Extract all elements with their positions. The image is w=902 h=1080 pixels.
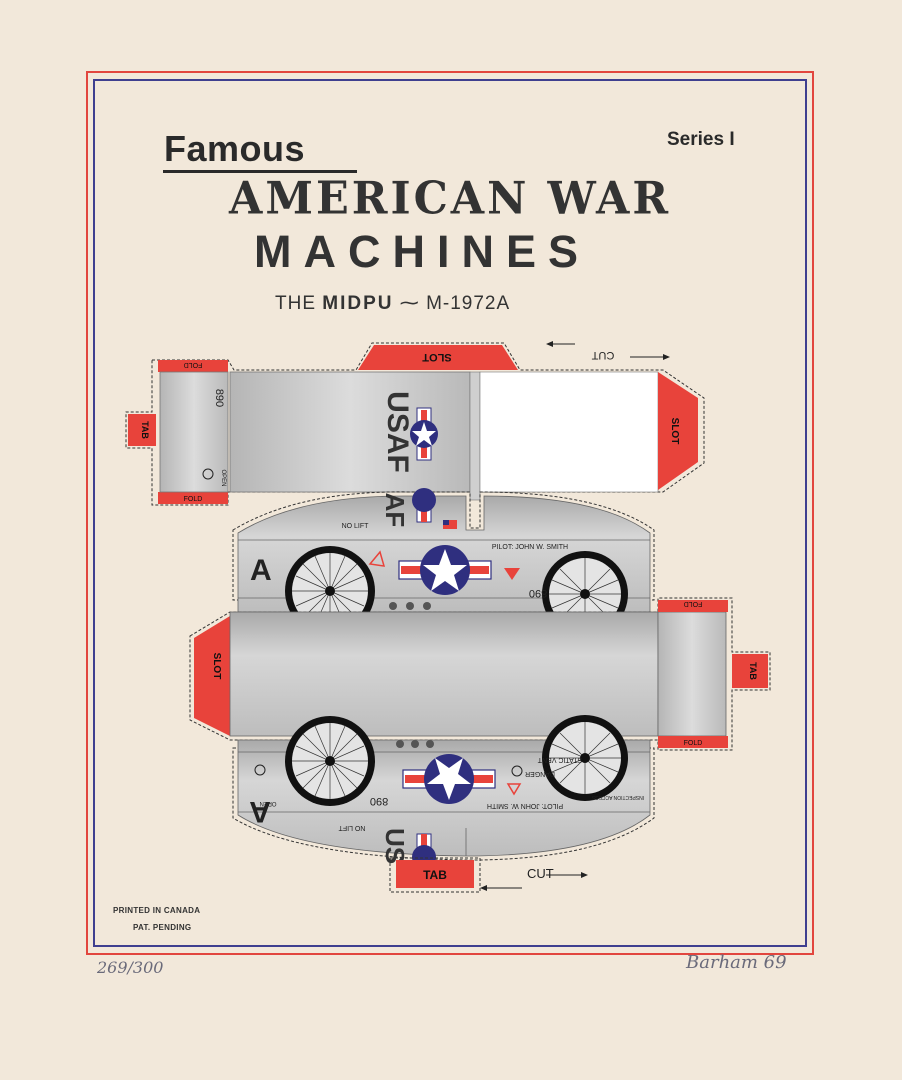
letter-a-lower: A	[249, 795, 271, 828]
tab-label-right: TAB	[748, 662, 758, 680]
open-latch-icon-lower	[254, 764, 266, 776]
tab-label-bottom: TAB	[423, 868, 447, 882]
pilot-label-upper: PILOT: JOHN W. SMITH	[492, 544, 568, 551]
squiggle-icon: ⁓	[399, 293, 420, 314]
roundel-star-icon-lower	[402, 754, 496, 804]
flag-icon	[443, 520, 457, 529]
no-lift-label-lower: NO LIFT	[338, 824, 366, 831]
middle-panel: SLOT FOLD FOLD TAB	[189, 597, 771, 751]
fold-tab-top	[158, 360, 228, 372]
wheel-icon-front-lower	[285, 716, 375, 806]
number-lower-side: 890	[370, 795, 388, 807]
roundel-star-icon-partial-upper	[412, 488, 436, 523]
title-famous: Famous	[164, 128, 306, 169]
roundel-star-icon-top	[410, 407, 438, 461]
patent-pending: PAT. PENDING	[133, 923, 192, 932]
series-label: Series I	[667, 129, 735, 150]
pilot-label-lower: PILOT: JOHN W. SMITH	[487, 802, 563, 809]
slot-tab-left	[194, 616, 230, 736]
number-top-panel: 890	[213, 389, 225, 407]
artist-signature: Barham 69	[686, 952, 787, 973]
outer-red-border	[86, 71, 814, 955]
printed-in-canada: PRINTED IN CANADA	[113, 906, 201, 915]
danger-label: DANGER	[525, 770, 555, 777]
title-american-war: AMERICAN WAR	[229, 172, 672, 226]
tab-label-left: TAB	[140, 421, 150, 439]
open-label-top: OPEN	[220, 469, 226, 486]
edition-number: 269/300	[97, 958, 164, 977]
warning-triangle-icon	[368, 550, 386, 567]
slot-label-top: SLOT	[422, 351, 452, 363]
usaf-partial-upper: AF	[380, 493, 410, 528]
title-machines: MACHINES	[254, 226, 591, 277]
top-panel: FOLD FOLD TAB SLOT SLOT 890 OPEN USAF	[125, 341, 705, 506]
subtitle-model-number: M-1972A	[426, 293, 511, 314]
fold-tab-right-bottom	[658, 736, 728, 748]
inner-blue-border	[93, 79, 807, 947]
fold-tab-bottom	[158, 492, 228, 504]
letter-a-upper: A	[250, 554, 272, 587]
roundel-star-icon-upper	[398, 545, 492, 595]
subtitle-the: THE	[275, 293, 316, 314]
fold-label-right-top: FOLD	[684, 600, 703, 607]
tab-left	[128, 414, 156, 446]
subtitle-model-name: MIDPU	[322, 293, 394, 314]
tab-right	[732, 654, 768, 688]
usaf-partial-lower: US	[380, 828, 410, 864]
fold-label-top: FOLD	[184, 361, 203, 368]
slot-label-right: SLOT	[669, 418, 680, 445]
static-vent-icon	[511, 765, 523, 777]
tab-bottom	[396, 860, 474, 888]
slot-tab-top	[358, 345, 518, 370]
fold-label-bottom: FOLD	[184, 496, 203, 503]
slot-tab-right	[658, 372, 698, 490]
fold-tab-right-top	[658, 600, 728, 612]
model-subtitle: THE MIDPU ⁓ M-1972A	[275, 292, 510, 315]
title-underline	[163, 170, 357, 173]
usaf-marking: USAF	[381, 391, 414, 473]
cut-label-bottom: CUT	[527, 866, 554, 881]
wheel-icon-rear-lower	[542, 715, 628, 801]
no-lift-label-upper: NO LIFT	[342, 523, 370, 530]
warning-triangle-icon-lower	[506, 783, 522, 796]
vent-icons-lower	[396, 740, 434, 748]
open-label-lower: OPEN	[259, 800, 276, 806]
fold-label-right-bottom: FOLD	[684, 740, 703, 747]
danger-triangle-icon	[504, 568, 520, 580]
static-vent-label: STATIC VENT	[537, 756, 582, 763]
slot-label-left: SLOT	[211, 653, 222, 680]
vent-icons-upper	[389, 602, 431, 610]
open-latch-icon	[202, 468, 214, 480]
inspection-label: INSPECTION ACCESS	[591, 794, 644, 800]
cut-label-top: CUT	[591, 349, 614, 361]
number-upper-side: 890	[529, 587, 547, 599]
lower-side-panel: A OPEN 890 NO LIFT PILOT: JOHN W. SMITH …	[232, 715, 655, 893]
